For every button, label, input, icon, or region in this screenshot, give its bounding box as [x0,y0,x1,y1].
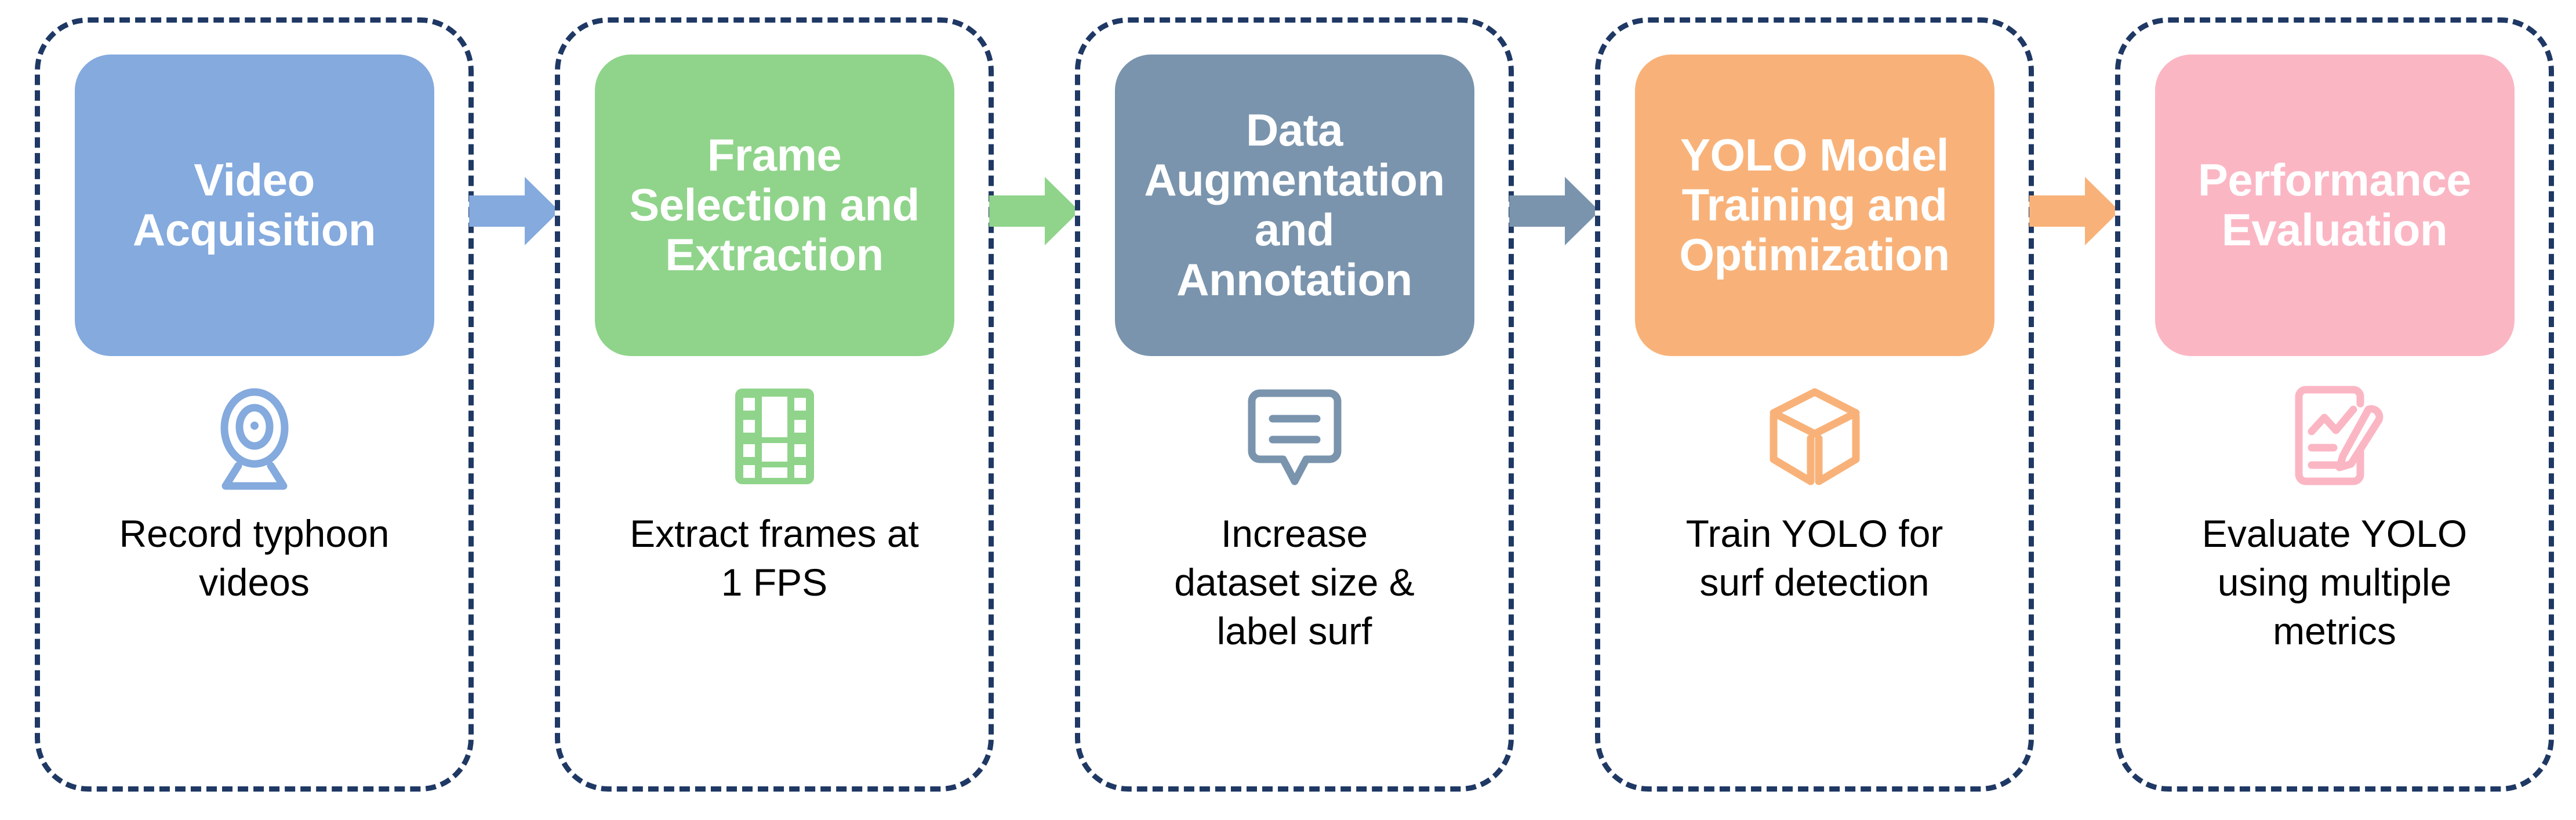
stage-title: Frame Selection and Extraction [629,129,920,280]
cube-3d-icon [1600,383,2029,490]
stage-panel-data-augmentation-and-annotation[interactable]: Data Augmentation and Annotation Increas… [1075,17,1514,792]
arrow-3-to-4 [1509,177,1600,245]
arrow-gap-4 [2029,0,2120,774]
stage-caption: Extract frames at 1 FPS [630,512,919,604]
stage-panel-frame-selection-and-extraction[interactable]: Frame Selection and Extraction Extract f… [555,17,994,792]
stage-card-frame-selection-and-extraction[interactable]: Frame Selection and Extraction [594,55,954,356]
report-chart-pencil-icon [2120,383,2549,490]
arrow-2-to-3 [989,177,1080,245]
stage-panel-video-acquisition[interactable]: Video Acquisition Record typhoon videos [35,17,474,792]
stage-panel-performance-evaluation[interactable]: Performance Evaluation Evaluate YOLO usi… [2115,17,2554,792]
stage-card-data-augmentation-and-annotation[interactable]: Data Augmentation and Annotation [1114,55,1474,356]
stage-title: Performance Evaluation [2197,154,2472,255]
arrow-gap-3 [1509,0,1600,774]
arrow-gap-1 [469,0,559,774]
stage-title: YOLO Model Training and Optimization [1679,129,1950,280]
comment-bubble-icon [1080,383,1509,490]
webcam-icon [40,383,468,490]
arrow-4-to-5 [2029,177,2120,245]
stage-caption: Record typhoon videos [119,512,390,604]
film-strip-icon [560,383,989,490]
stage-title: Video Acquisition [132,154,376,255]
arrow-1-to-2 [469,177,559,245]
stage-card-video-acquisition[interactable]: Video Acquisition [74,55,434,356]
stage-card-performance-evaluation[interactable]: Performance Evaluation [2154,55,2515,356]
stage-caption: Train YOLO for surf detection [1685,512,1943,604]
arrow-gap-2 [989,0,1080,774]
stage-caption: Evaluate YOLO using multiple metrics [2201,512,2468,652]
stage-caption: Increase dataset size & label surf [1174,512,1415,652]
stage-card-yolo-model-training-and-optimization[interactable]: YOLO Model Training and Optimization [1634,55,1994,356]
stage-panel-yolo-model-training-and-optimization[interactable]: YOLO Model Training and Optimization Tra… [1595,17,2034,792]
stage-title: Data Augmentation and Annotation [1144,104,1445,305]
